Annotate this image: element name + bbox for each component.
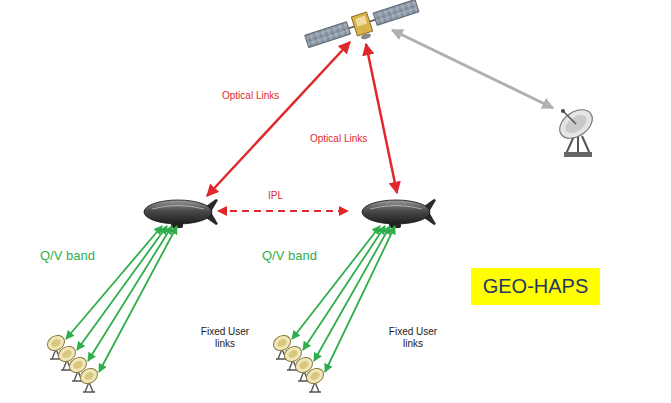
link-label: Optical Links <box>310 133 380 145</box>
satellite <box>304 0 422 57</box>
user-link <box>77 226 167 350</box>
optical-link <box>207 42 350 196</box>
ipl-link <box>218 210 348 212</box>
user-link <box>325 226 395 372</box>
optical-link <box>366 44 397 193</box>
airship <box>362 199 436 228</box>
user-links-label: Fixed User links <box>196 326 254 350</box>
user-links <box>66 226 395 372</box>
user-links-label: Fixed User links <box>384 326 442 350</box>
feeder-link <box>392 30 553 108</box>
user-terminal <box>304 365 327 392</box>
title-box: GEO-HAPS <box>471 268 600 305</box>
band-label: Q/V band <box>262 248 342 264</box>
user-terminals <box>45 332 327 392</box>
box-title: GEO-HAPS <box>483 275 589 298</box>
airship <box>144 199 218 228</box>
link-label: IPL <box>268 190 298 202</box>
link-label: Optical Links <box>222 90 292 102</box>
user-link <box>314 226 390 361</box>
user-link <box>88 226 172 361</box>
ground-station <box>554 104 597 157</box>
user-link <box>99 226 177 372</box>
user-terminal <box>78 365 101 392</box>
band-label: Q/V band <box>40 248 120 264</box>
